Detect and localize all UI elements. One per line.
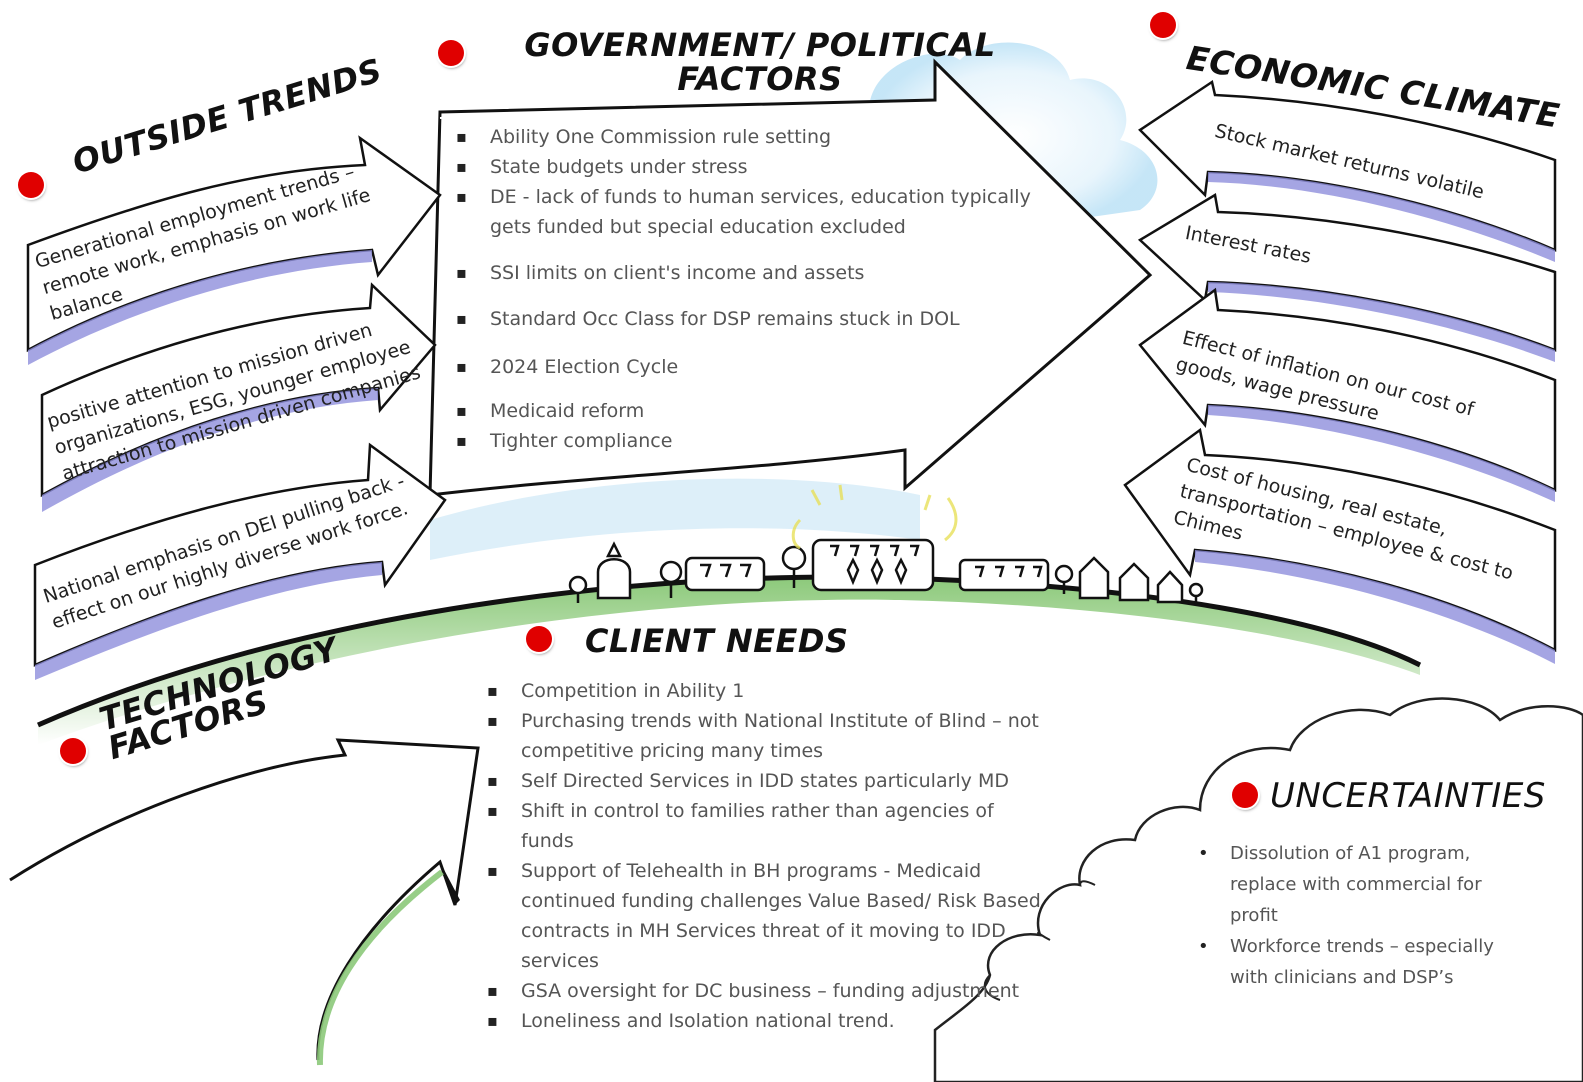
list-item: Dissolution of A1 program, replace with … [1196,838,1526,931]
list-item: Standard Occ Class for DSP remains stuck… [456,304,1046,334]
list-item: Loneliness and Isolation national trend. [487,1006,1052,1036]
client-needs-title: CLIENT NEEDS [585,622,849,660]
list-item: Ability One Commission rule setting [456,122,1046,152]
town-buildings [568,538,1204,604]
sky-haze [430,478,920,560]
list-item: SSI limits on client's income and assets [456,258,1046,288]
list-item: Purchasing trends with National Institut… [487,706,1052,766]
list-item: Support of Telehealth in BH programs - M… [487,856,1052,976]
list-item: Workforce trends – especially with clini… [1196,931,1526,993]
technology-arrow-tip [440,862,460,905]
list-item: State budgets under stress [456,152,1046,182]
client-needs-list: Competition in Ability 1 Purchasing tren… [487,676,1052,1036]
government-dot-icon [438,40,464,66]
list-item: GSA oversight for DC business – funding … [487,976,1052,1006]
government-title: GOVERNMENT/ POLITICAL FACTORS [524,26,996,98]
list-item: Tighter compliance [456,426,1046,456]
economic-arrows [1123,79,1557,664]
list-item: DE - lack of funds to human services, ed… [456,182,1046,242]
list-item: Competition in Ability 1 [487,676,1052,706]
economic-arrow-3-shadow [1208,405,1555,502]
outside-trend-arrows [26,135,447,680]
uncertainties-dot-icon [1232,782,1258,808]
outside-arrow-2-shadow [42,388,378,512]
government-list: Ability One Commission rule setting Stat… [456,122,1046,456]
economic-arrow-4-shadow [1195,550,1555,664]
economic-arrow-2-shadow [1208,282,1555,362]
outside-trends-dot-icon [18,172,44,198]
hill [38,577,1420,745]
technology-dot-icon [60,738,86,764]
list-item: Self Directed Services in IDD states par… [487,766,1052,796]
outside-arrow-3-shadow [35,562,382,680]
government-arrow-inner [439,105,929,119]
technology-arrow-green [316,869,444,1066]
uncertainties-title: UNCERTAINTIES [1270,776,1546,816]
list-item: 2024 Election Cycle [456,352,1046,382]
list-item: Medicaid reform [456,396,1046,426]
client-needs-dot-icon [526,626,552,652]
list-item: Shift in control to families rather than… [487,796,1052,856]
economic-dot-icon [1150,12,1176,38]
economic-arrow-1-shadow [1208,172,1555,262]
uncertainties-list: Dissolution of A1 program, replace with … [1196,838,1526,993]
outside-arrow-1-shadow [28,250,372,365]
sun-glow [791,484,958,550]
